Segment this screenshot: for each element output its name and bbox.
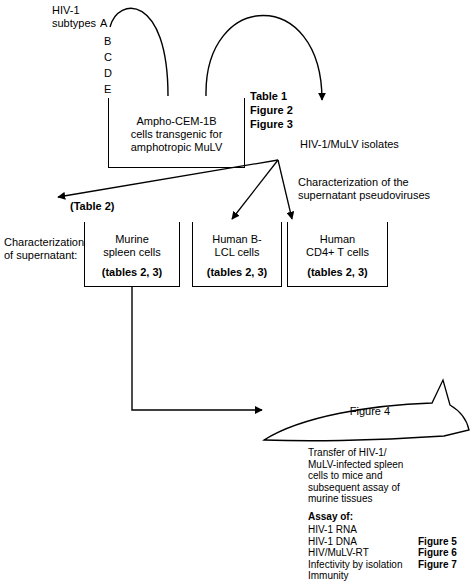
node-title: Murine spleen cells [100, 233, 164, 259]
cell-culture-vessel: Murine spleen cells (tables 2, 3) [84, 222, 180, 287]
split-arrow [58, 160, 278, 197]
subtype-letter: E [104, 83, 111, 96]
assay-item: Immunity [308, 570, 349, 582]
subtype-letter: A [100, 17, 107, 30]
node-reference: (tables 2, 3) [306, 266, 370, 279]
node-title: Human B-LCL cells [205, 233, 269, 259]
node-reference: (tables 2, 3) [100, 266, 164, 279]
node-title: Figure 4 [340, 405, 400, 418]
subtype-letter: B [104, 35, 111, 48]
split-arrow [278, 160, 292, 219]
assay-item: HIV-1 RNA [308, 524, 357, 536]
assay-heading: Assay of: [308, 511, 353, 523]
reference-tag: Table 1 [250, 90, 287, 103]
step-note: Transfer of HIV-1/ MuLV-infected spleen … [308, 447, 412, 505]
subtype-heading: HIV-1 subtypes [52, 4, 102, 30]
cell-culture-vessel: Human B-LCL cells (tables 2, 3) [192, 222, 282, 287]
input-arc [110, 8, 168, 96]
flow-arrow [132, 287, 262, 410]
reference-tag: Figure 7 [418, 559, 457, 571]
subtype-letter: C [104, 51, 112, 64]
cell-culture-vessel: Human CD4+ T cells (tables 2, 3) [287, 222, 388, 287]
mouse-body [264, 380, 469, 441]
reference-tag: Figure 6 [418, 547, 457, 559]
split-arrow [232, 160, 278, 219]
cell-culture-vessel: Ampho-CEM-1B cells transgenic for amphot… [108, 98, 245, 168]
reference-tag: (Table 2) [70, 200, 114, 213]
output-arc [206, 16, 322, 101]
isolate-label: HIV-1/MuLV isolates [300, 138, 399, 151]
node-title: Human CD4+ T cells [306, 233, 370, 259]
mouse-outline: Figure 4 [262, 378, 472, 444]
reference-tag: Figure 5 [418, 536, 457, 548]
assay-item: HIV-1 DNA [308, 536, 357, 548]
reference-tag: Figure 3 [250, 118, 293, 131]
reference-tag: Figure 2 [250, 104, 293, 117]
step-note: Characterization of the supernatant pseu… [298, 176, 433, 202]
edge-group [132, 287, 262, 410]
node-title: Ampho-CEM-1B cells transgenic for amphot… [129, 115, 225, 154]
subtype-letter: D [104, 67, 112, 80]
assay-item: HIV/MuLV-RT [308, 547, 369, 559]
step-note: Characterization of supernatant: [4, 236, 86, 262]
assay-item: Infectivity by isolation [308, 559, 403, 571]
node-reference: (tables 2, 3) [205, 266, 269, 279]
